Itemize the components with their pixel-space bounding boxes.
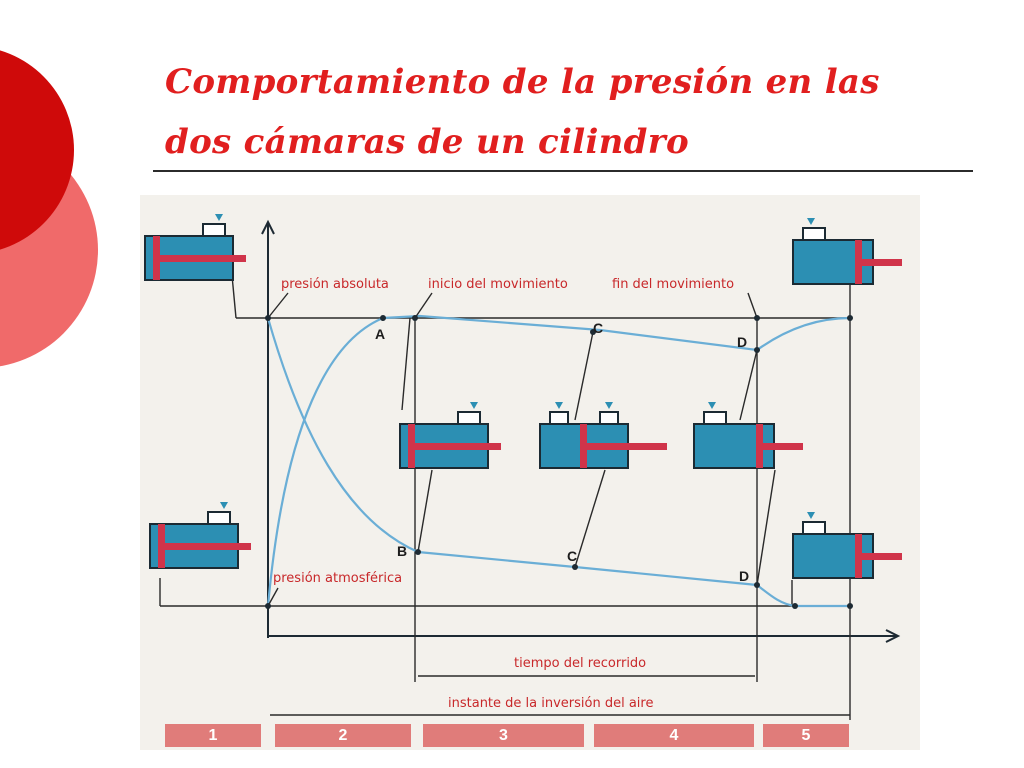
point-label-b: B — [397, 543, 408, 559]
curve-points — [265, 315, 853, 609]
phase-1: 1 — [165, 724, 261, 747]
point-label-c-lower: C — [567, 548, 578, 564]
slide-title: Comportamiento de la presión en las dos … — [165, 52, 985, 172]
point-label-d-lower: D — [739, 568, 750, 584]
slide-title-line-1: Comportamiento de la presión en las — [165, 62, 880, 102]
point-label-c-upper: C — [593, 320, 604, 336]
phase-4: 4 — [594, 724, 754, 747]
point-label-a: A — [375, 326, 386, 342]
label-start-of-motion: inicio del movimiento — [428, 277, 568, 292]
phase-5: 5 — [763, 724, 849, 747]
decorative-circles — [0, 50, 98, 367]
label-end-of-motion: fin del movimiento — [612, 277, 735, 292]
connectors — [267, 292, 776, 607]
axes — [261, 219, 901, 643]
phase-3: 3 — [423, 724, 584, 747]
point-label-d-upper: D — [737, 334, 748, 350]
cylinder-mid-end — [693, 401, 804, 469]
title-divider — [153, 170, 973, 172]
cylinder-top-left — [144, 213, 247, 281]
reference-lines — [159, 253, 851, 720]
cylinder-top-right — [792, 217, 903, 285]
cylinder-bottom-right — [792, 511, 903, 579]
cylinder-bottom-left — [149, 501, 252, 569]
figure-background — [140, 195, 920, 750]
label-stroke-time: tiempo del recorrido — [514, 656, 647, 671]
label-pressure-absolute: presión absoluta — [281, 277, 389, 292]
label-air-reversal-instant: instante de la inversión del aire — [448, 696, 654, 711]
phase-2: 2 — [275, 724, 411, 747]
label-atmospheric-pressure: presión atmosférica — [273, 571, 403, 586]
slide-title-line-2: dos cámaras de un cilindro — [165, 122, 689, 162]
cylinder-mid-middle — [539, 402, 667, 469]
